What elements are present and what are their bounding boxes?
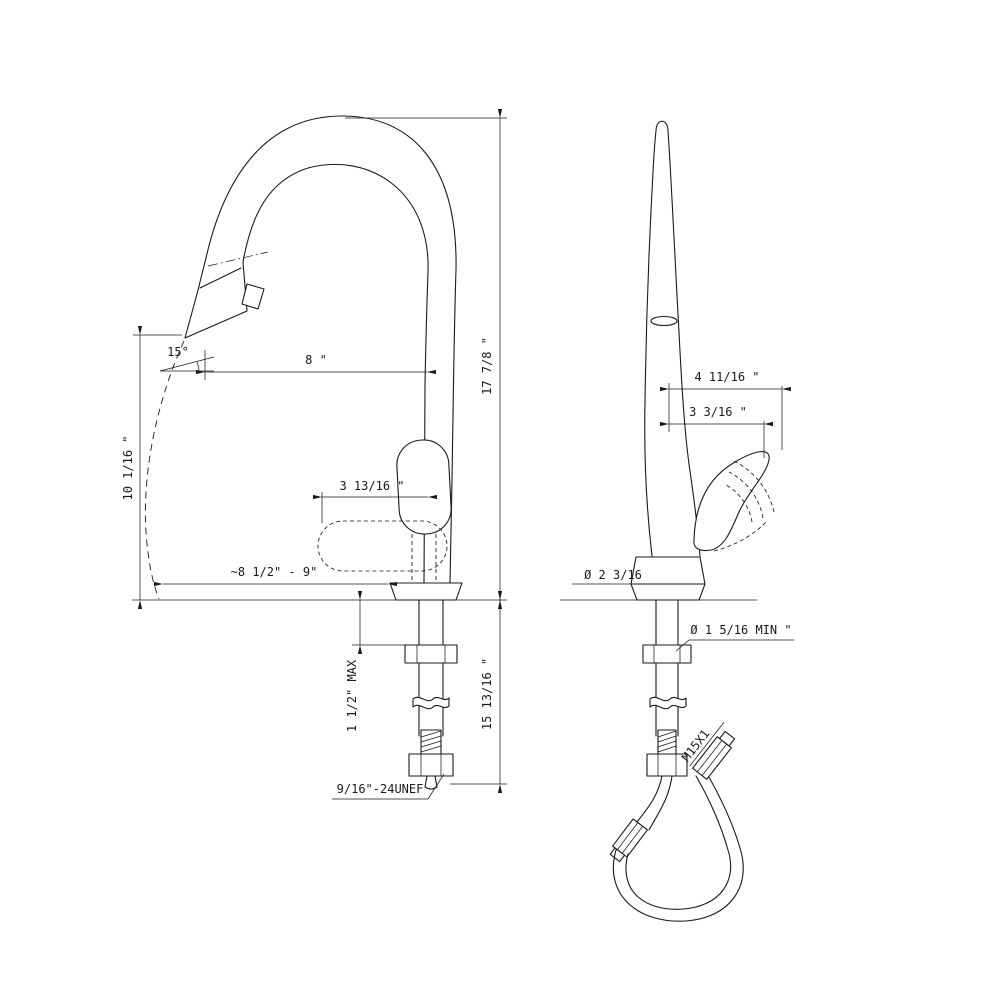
dim-base-diameter-label: Ø 2 3/16 [584,568,642,582]
hose-stub [424,775,438,790]
supply-hex-nut-side [646,753,688,777]
dim-spout-reach-label: 8 " [305,353,327,367]
hose-upper-inner [648,775,673,831]
front-view: 8 " 15° 17 7/8 " 10 1/16 " 3 13/16 " ~8 [121,108,507,800]
spray-head-outline [184,261,248,339]
thread-hatch-side [657,730,677,753]
hose-fitting-m15 [692,730,736,780]
handle-rotated-position-dashed [317,520,448,572]
handle-blade [693,451,770,552]
side-base [560,556,757,601]
dim-supply-thread-label: 9/16"-24UNEF [337,782,424,796]
spray-trajectory-dashed [144,340,185,600]
shank-break-symbol-side [649,696,687,710]
mounting-nut-side [642,644,692,664]
dim-spout-angle-label: 15° [167,345,189,359]
thread-hatch [420,730,442,753]
body-outline [644,120,701,557]
side-hose [609,730,744,922]
base-flange-side [630,583,706,601]
front-shank [404,599,458,790]
leader-supply-thread [332,773,445,800]
leader-min-hole [675,639,794,652]
hose-upper-outer [636,775,663,823]
side-view-dimensions: 4 11/16 " 3 3/16 " Ø 2 3/16 Ø 1 5/16 MIN… [584,370,794,767]
dim-overall-height-label: 17 7/8 " [480,337,494,395]
handle-sweep-dashed [713,460,775,552]
hose-loop-outer [612,769,744,922]
side-handle [693,451,775,552]
dim-handle-length-label: 3 13/16 " [339,479,404,493]
front-base [132,582,507,601]
supply-hex-nut [408,753,454,777]
side-body [644,120,701,557]
spray-head-seam [199,267,242,289]
side-shank [642,599,692,777]
spout-joint-ellipse [650,315,678,327]
dim-outlet-height-label: 10 1/16 " [121,435,135,500]
hose-fitting-lower [609,818,648,863]
handle-lever [396,439,452,535]
shank-break-symbol [412,696,450,710]
angle-annotation [159,356,215,372]
mounting-nut [404,644,458,664]
dim-under-deck-label: 15 13/16 " [480,658,494,730]
front-handle [317,439,452,582]
hose-loop-inner [625,775,732,910]
base-flange [389,582,463,601]
spray-head-nozzle [241,283,265,310]
dim-handle-projection-label: 3 3/16 " [689,405,747,419]
spray-head-centerline [207,251,269,267]
dim-handle-reach-label: 4 11/16 " [694,370,759,384]
dim-deck-max-label: 1 1/2" MAX [345,659,359,732]
side-view: 4 11/16 " 3 3/16 " Ø 2 3/16 Ø 1 5/16 MIN… [560,120,794,922]
dim-min-hole-label: Ø 1 5/16 MIN " [690,623,791,637]
front-spout [144,115,457,600]
front-view-dimensions: 8 " 15° 17 7/8 " 10 1/16 " 3 13/16 " ~8 [121,108,507,800]
spout-inner-curve [242,163,429,584]
base-side-left [630,556,637,585]
base-side-right [699,556,706,585]
dim-reach-range-label: ~8 1/2" - 9" [231,565,318,579]
spout-outer-curve [196,115,457,584]
